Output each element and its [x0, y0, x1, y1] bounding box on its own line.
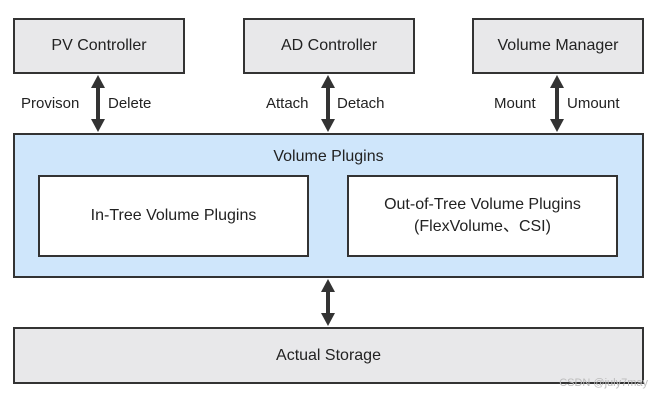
pv-controller-box: PV Controller	[13, 18, 185, 74]
ad-controller-label: AD Controller	[280, 37, 378, 54]
out-of-tree-plugins-sublabel: (FlexVolume、CSI)	[414, 218, 551, 235]
edge-label-attach: Attach	[266, 95, 309, 112]
arrow-ad-plugins	[321, 75, 335, 132]
volume-manager-label: Volume Manager	[497, 37, 619, 54]
watermark: CSDN @july7may	[559, 377, 648, 389]
volume-manager-box: Volume Manager	[472, 18, 644, 74]
arrow-pv-plugins	[91, 75, 105, 132]
edge-label-detach: Detach	[337, 95, 385, 112]
volume-plugins-title: Volume Plugins	[273, 148, 384, 165]
out-of-tree-plugins-label: Out-of-Tree Volume Plugins	[384, 196, 581, 213]
actual-storage-label: Actual Storage	[276, 346, 381, 364]
in-tree-plugins-box: In-Tree Volume Plugins	[38, 175, 309, 257]
edge-label-provison: Provison	[21, 95, 80, 112]
arrow-plugins-storage	[321, 279, 335, 326]
edge-label-delete: Delete	[108, 95, 152, 112]
arrow-vm-plugins	[550, 75, 564, 132]
edge-label-umount: Umount	[567, 95, 620, 112]
pv-controller-label: PV Controller	[51, 37, 147, 54]
edge-label-mount: Mount	[494, 95, 536, 112]
in-tree-plugins-label: In-Tree Volume Plugins	[90, 207, 257, 224]
ad-controller-box: AD Controller	[243, 18, 415, 74]
out-of-tree-plugins-box: Out-of-Tree Volume Plugins (FlexVolume、C…	[347, 175, 618, 257]
actual-storage-box: Actual Storage	[13, 327, 644, 384]
